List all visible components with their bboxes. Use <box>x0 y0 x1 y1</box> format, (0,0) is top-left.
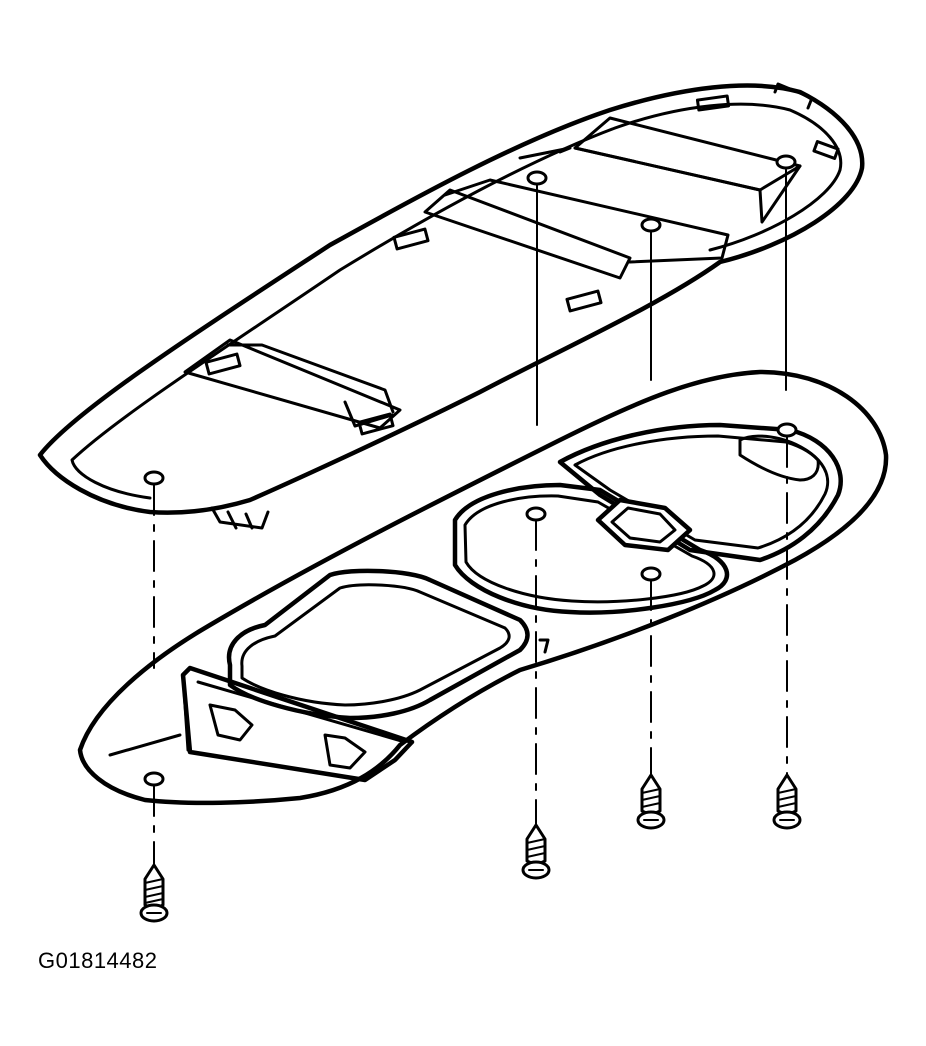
hole-upper-center <box>526 170 548 186</box>
hole-lower-center <box>525 506 547 522</box>
hole-upper-left <box>143 470 165 486</box>
screw-center-icon <box>521 823 551 880</box>
screw-right-icon <box>772 773 802 830</box>
console-trim-panel <box>77 369 889 806</box>
hole-lower-left <box>143 771 165 787</box>
upper-housing <box>37 82 865 530</box>
hole-lower-right <box>776 422 798 438</box>
screw-holes <box>143 154 798 787</box>
hole-upper-mid <box>640 217 662 233</box>
hole-lower-mid <box>640 566 662 582</box>
hole-upper-right <box>775 154 797 170</box>
alignment-lines <box>153 167 788 866</box>
screw-left-icon <box>139 863 169 923</box>
screw-mid-icon <box>636 773 666 830</box>
figure-code: G01814482 <box>38 948 158 973</box>
